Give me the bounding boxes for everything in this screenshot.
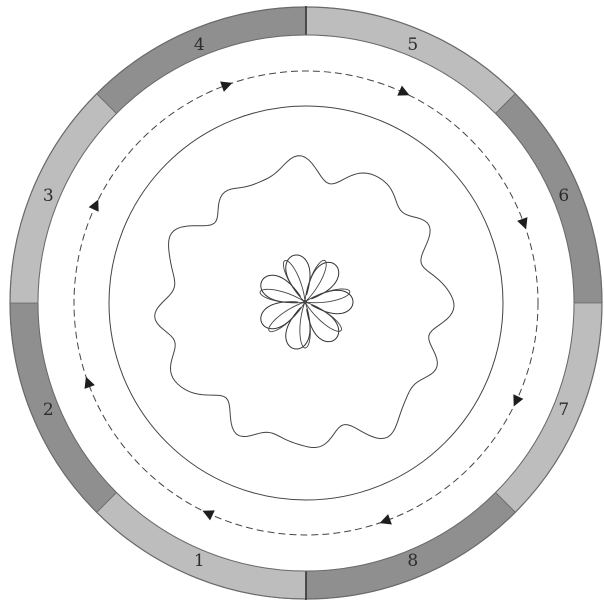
segment-label-6: 6 bbox=[558, 186, 569, 206]
segment-label-8: 8 bbox=[407, 551, 418, 571]
segment-label-3: 3 bbox=[43, 186, 54, 206]
segment-label-2: 2 bbox=[43, 400, 54, 420]
segment-label-1: 1 bbox=[194, 551, 205, 571]
segment-label-5: 5 bbox=[407, 35, 418, 55]
segment-label-4: 4 bbox=[194, 35, 205, 55]
segment-label-7: 7 bbox=[558, 400, 569, 420]
